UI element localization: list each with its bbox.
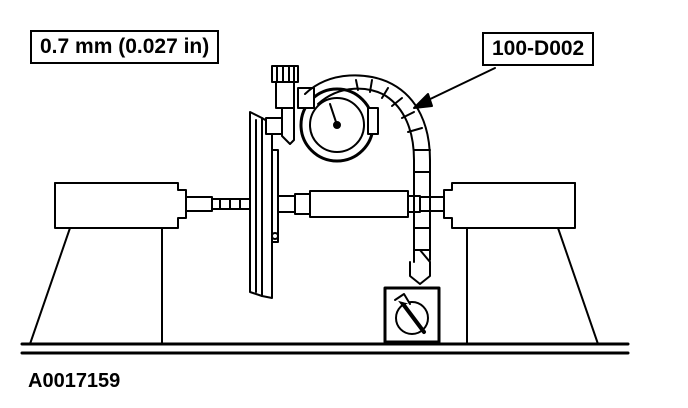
flange-disc <box>249 111 279 299</box>
flexible-arm <box>304 74 431 285</box>
dial-indicator-icon <box>265 65 379 163</box>
left-bench-center <box>29 182 213 345</box>
tool-number-callout: 100-D002 <box>482 32 595 66</box>
magnetic-base-icon <box>383 286 441 344</box>
measurement-callout: 0.7 mm (0.027 in) <box>30 30 220 64</box>
base-plate <box>20 342 630 355</box>
right-bench-center <box>417 182 599 345</box>
shaft <box>211 190 421 218</box>
tool-leader-arrow <box>413 67 496 109</box>
figure-id-label: A0017159 <box>28 370 121 392</box>
